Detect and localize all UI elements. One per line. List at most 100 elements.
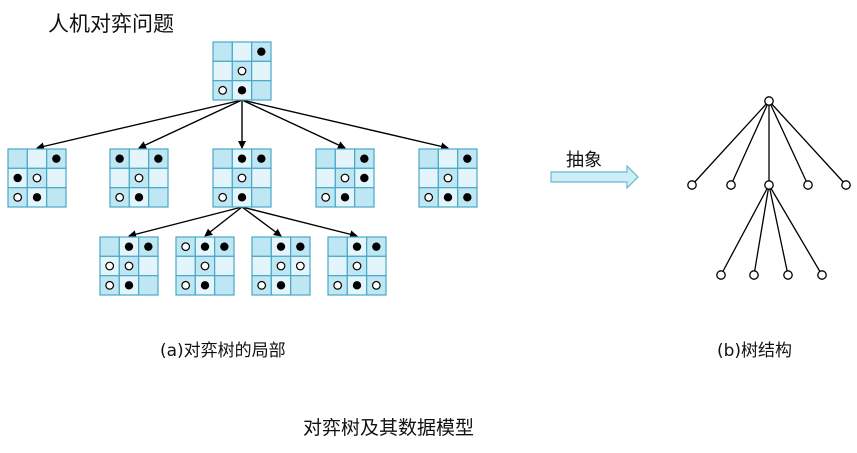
caption-game-tree-part: (a)对弈树的局部 bbox=[160, 341, 286, 361]
board-root bbox=[212, 41, 272, 101]
board-cell bbox=[212, 60, 233, 82]
black-stone-icon bbox=[124, 281, 134, 290]
black-stone-icon bbox=[443, 193, 453, 202]
board-cell bbox=[327, 255, 348, 277]
black-stone-icon bbox=[237, 86, 247, 95]
tree-edge-r-d bbox=[768, 100, 809, 186]
white-stone-icon bbox=[340, 173, 350, 183]
tree-edge-r-a bbox=[691, 100, 770, 186]
board-cell bbox=[46, 187, 67, 208]
board-cell bbox=[212, 148, 233, 169]
tree-node-b bbox=[726, 180, 736, 190]
tree-edge-r-e bbox=[768, 100, 847, 186]
game-tree-edges bbox=[36, 99, 449, 239]
white-stone-icon bbox=[200, 261, 210, 271]
board-cell bbox=[251, 167, 272, 189]
abstraction-label: 抽象 bbox=[566, 150, 602, 171]
black-stone-icon bbox=[144, 242, 153, 251]
game-tree-edge-root-c4 bbox=[241, 99, 346, 149]
board-cell bbox=[251, 187, 272, 208]
tree-edge-c-g bbox=[753, 184, 770, 276]
black-stone-icon bbox=[276, 281, 286, 290]
board-cell bbox=[334, 148, 356, 169]
black-stone-icon bbox=[463, 193, 472, 202]
white-stone-icon bbox=[115, 192, 125, 202]
tree-node-e bbox=[841, 180, 851, 190]
white-stone-icon bbox=[181, 242, 191, 252]
game-tree-boards bbox=[7, 41, 478, 296]
white-stone-icon bbox=[333, 280, 343, 290]
board-cell bbox=[46, 167, 67, 189]
board-g1 bbox=[99, 236, 159, 296]
white-stone-icon bbox=[181, 280, 191, 290]
white-stone-icon bbox=[321, 192, 331, 202]
tree-edge-c-h bbox=[768, 184, 789, 276]
white-stone-icon bbox=[424, 192, 434, 202]
white-stone-icon bbox=[237, 173, 247, 183]
board-cell bbox=[148, 187, 169, 208]
game-tree-edge-root-c1 bbox=[36, 99, 243, 151]
game-tree-edge-c3-g4 bbox=[241, 206, 358, 239]
tree-edge-c-i bbox=[768, 184, 823, 276]
black-stone-icon bbox=[340, 193, 350, 202]
black-stone-icon bbox=[352, 242, 362, 251]
board-cell bbox=[212, 41, 233, 62]
black-stone-icon bbox=[463, 154, 472, 163]
board-cell bbox=[251, 80, 272, 101]
board-cell bbox=[26, 148, 48, 169]
board-cell bbox=[231, 41, 253, 62]
board-g4 bbox=[327, 236, 387, 296]
board-cell bbox=[7, 148, 28, 169]
black-stone-icon bbox=[134, 193, 144, 202]
board-cell bbox=[251, 60, 272, 82]
tree-node-h bbox=[783, 270, 793, 280]
board-g3 bbox=[251, 236, 311, 296]
black-stone-icon bbox=[237, 154, 247, 163]
board-c1 bbox=[7, 148, 67, 208]
white-stone-icon bbox=[443, 173, 453, 183]
block-arrow-icon bbox=[550, 164, 639, 190]
black-stone-icon bbox=[276, 242, 286, 251]
tree-node-d bbox=[803, 180, 813, 190]
black-stone-icon bbox=[360, 154, 369, 163]
board-cell bbox=[214, 275, 235, 296]
tree-edge-c-f bbox=[720, 184, 770, 276]
board-g2 bbox=[175, 236, 235, 296]
black-stone-icon bbox=[237, 193, 247, 202]
board-c4 bbox=[315, 148, 375, 208]
board-cell bbox=[327, 236, 348, 257]
white-stone-icon bbox=[352, 261, 362, 271]
game-tree-edge-c3-g1 bbox=[128, 206, 243, 239]
white-stone-icon bbox=[237, 66, 247, 76]
board-cell bbox=[138, 275, 159, 296]
white-stone-icon bbox=[371, 280, 381, 290]
board-cell bbox=[290, 275, 311, 296]
white-stone-icon bbox=[218, 85, 228, 95]
black-stone-icon bbox=[360, 173, 369, 183]
game-tree-edge-root-c2 bbox=[138, 99, 243, 149]
board-cell bbox=[418, 148, 439, 169]
tree-node-g bbox=[749, 270, 759, 280]
board-c5 bbox=[418, 148, 478, 208]
white-stone-icon bbox=[105, 280, 115, 290]
tree-node-f bbox=[716, 270, 726, 280]
board-cell bbox=[214, 255, 235, 277]
white-stone-icon bbox=[124, 261, 134, 271]
black-stone-icon bbox=[154, 154, 163, 163]
tree-node-a bbox=[687, 180, 697, 190]
board-c2 bbox=[109, 148, 169, 208]
board-c3 bbox=[212, 148, 272, 208]
black-stone-icon bbox=[352, 281, 362, 290]
black-stone-icon bbox=[124, 242, 134, 251]
board-cell bbox=[148, 167, 169, 189]
tree-edge-r-b bbox=[730, 100, 770, 186]
black-stone-icon bbox=[32, 193, 42, 202]
black-stone-icon bbox=[200, 281, 210, 290]
black-stone-icon bbox=[13, 173, 22, 183]
board-cell bbox=[212, 167, 233, 189]
black-stone-icon bbox=[257, 47, 266, 56]
black-stone-icon bbox=[115, 154, 124, 163]
white-stone-icon bbox=[134, 173, 144, 183]
figure-caption: 对弈树及其数据模型 bbox=[303, 417, 475, 439]
board-cell bbox=[457, 167, 478, 189]
